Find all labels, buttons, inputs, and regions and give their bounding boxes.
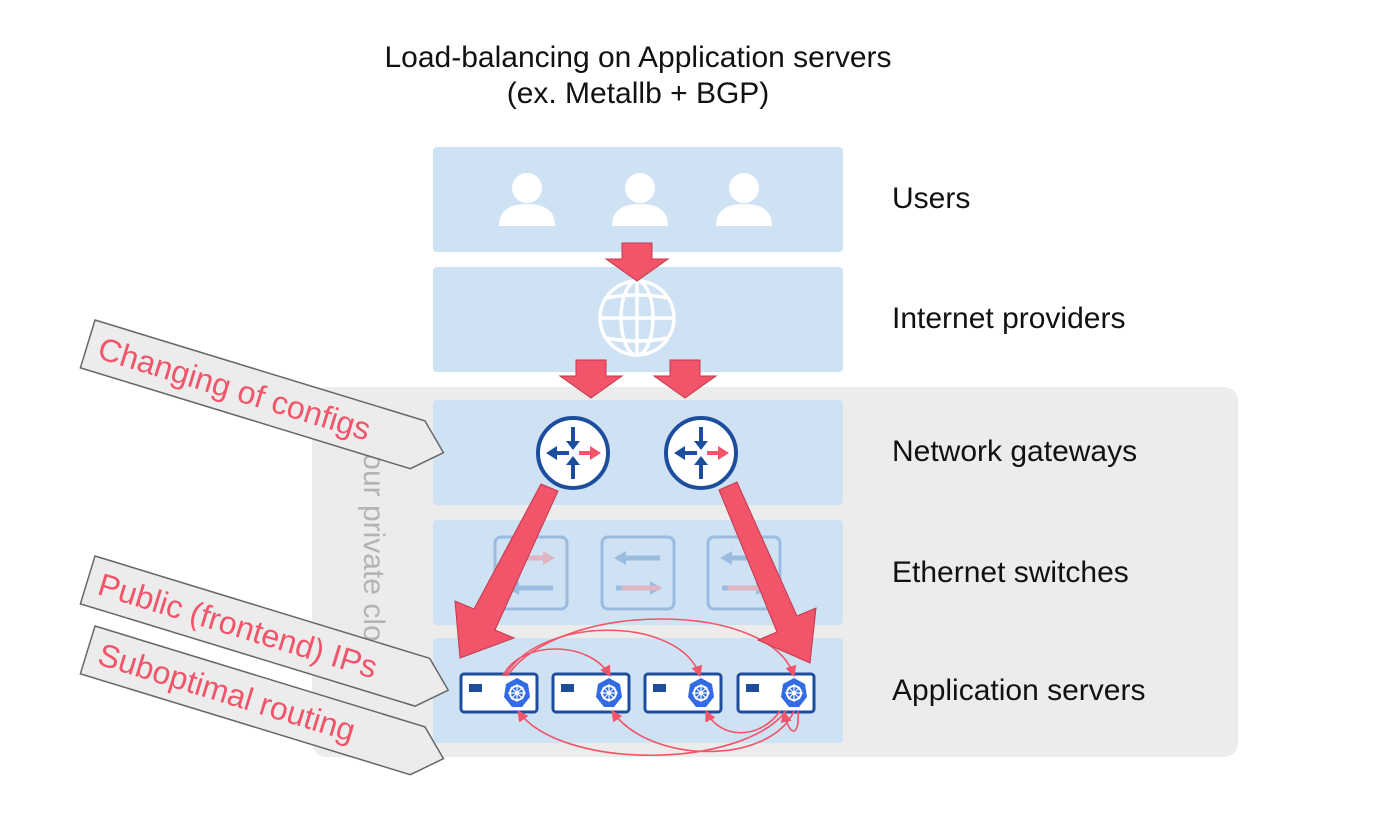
layer-label-ethernet-switches: Ethernet switches	[892, 556, 1129, 589]
layer-label-application-servers: Application servers	[892, 674, 1146, 707]
traffic-arrow	[604, 242, 670, 282]
kubernetes-server-icon	[643, 672, 723, 714]
routing-arcs	[502, 618, 800, 756]
traffic-arrow	[652, 359, 718, 399]
kubernetes-server-icon	[459, 672, 539, 714]
traffic-arrow	[454, 483, 559, 659]
title-line-2: (ex. Metallb + BGP)	[506, 77, 770, 110]
router-icon	[536, 416, 610, 490]
network-gateways-layer	[433, 400, 843, 505]
application-servers-layer	[433, 638, 843, 743]
globe-icon	[598, 279, 676, 357]
private-cloud-label: Your private cloud	[357, 436, 390, 675]
traffic-arrow	[718, 481, 817, 664]
diagram-title: Load-balancing on Application servers (e…	[288, 40, 988, 112]
layer-label-users: Users	[892, 182, 971, 215]
traffic-arrow	[558, 359, 624, 399]
kubernetes-server-icon	[551, 672, 631, 714]
kubernetes-server-icon	[736, 672, 816, 714]
layer-label-internet-providers: Internet providers	[892, 302, 1126, 335]
router-icon	[664, 416, 738, 490]
layer-label-network-gateways: Network gateways	[892, 435, 1138, 468]
title-line-1: Load-balancing on Application servers	[384, 41, 892, 74]
ethernet-switches-layer	[433, 520, 843, 625]
